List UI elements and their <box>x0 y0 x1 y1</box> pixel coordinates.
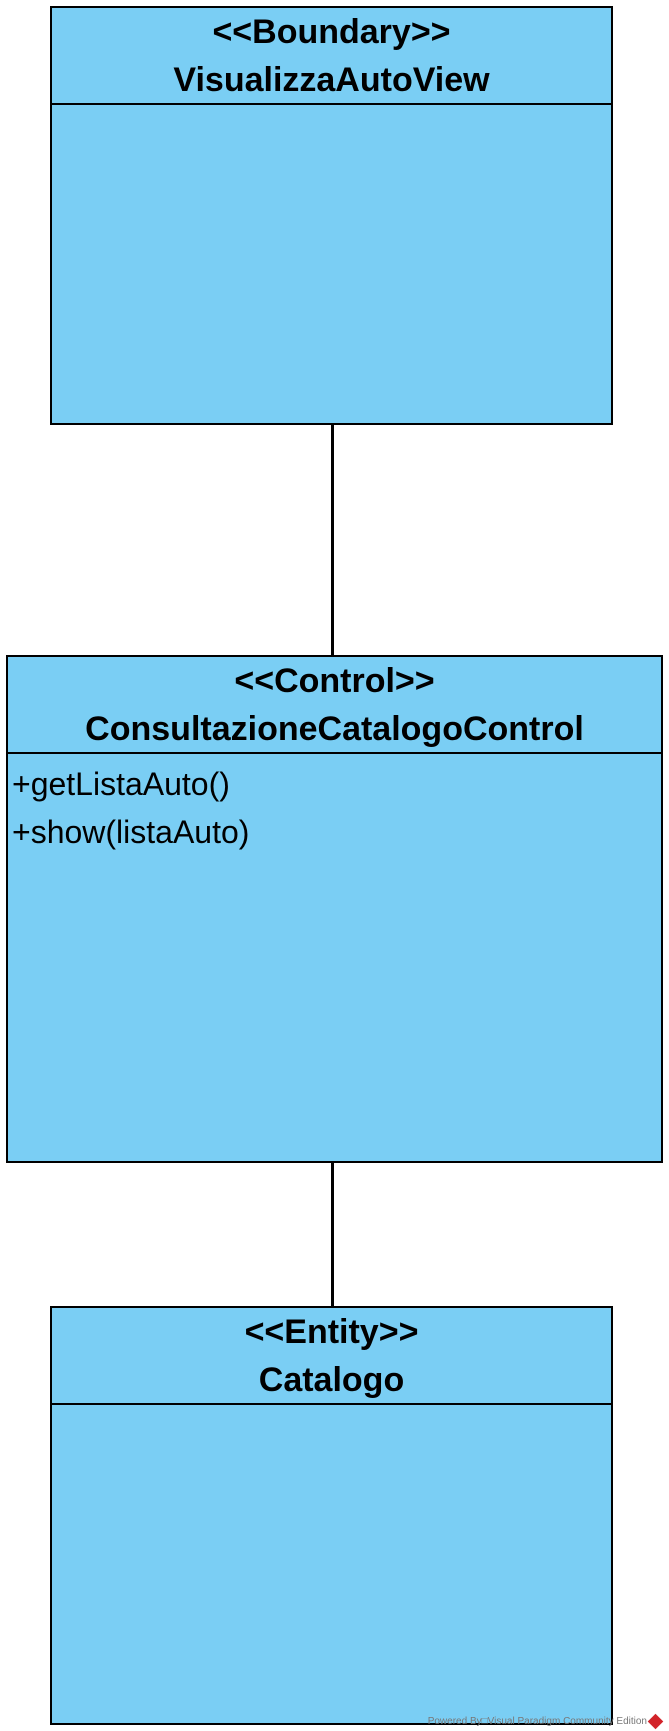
entity-class-header: <<Entity>> Catalogo <box>52 1308 611 1405</box>
control-class-box[interactable]: <<Control>> ConsultazioneCatalogoControl… <box>6 655 663 1163</box>
visual-paradigm-logo-icon <box>647 1713 664 1730</box>
boundary-operations-compartment <box>52 105 611 423</box>
operation-show: +show(listaAuto) <box>12 814 250 850</box>
entity-stereotype: <<Entity>> <box>244 1313 419 1351</box>
boundary-stereotype: <<Boundary>> <box>212 13 451 51</box>
entity-class-box[interactable]: <<Entity>> Catalogo <box>50 1306 613 1725</box>
powered-by-footer: Powered By□Visual Paradigm Community Edi… <box>427 1713 664 1730</box>
operation-get-lista-auto: +getListaAuto() <box>12 766 230 802</box>
control-stereotype: <<Control>> <box>234 662 435 700</box>
entity-class-name: Catalogo <box>258 1361 405 1399</box>
boundary-class-name: VisualizzaAutoView <box>173 61 490 99</box>
powered-by-text: Powered By□Visual Paradigm Community Edi… <box>427 1716 647 1727</box>
association-line-control-entity <box>331 1163 334 1306</box>
control-operations-compartment: +getListaAuto() +show(listaAuto) <box>8 754 661 1161</box>
control-class-header: <<Control>> ConsultazioneCatalogoControl <box>8 657 661 754</box>
boundary-class-header: <<Boundary>> VisualizzaAutoView <box>52 8 611 105</box>
entity-operations-compartment <box>52 1405 611 1723</box>
boundary-class-box[interactable]: <<Boundary>> VisualizzaAutoView <box>50 6 613 425</box>
association-line-boundary-control <box>331 425 334 655</box>
control-class-name: ConsultazioneCatalogoControl <box>85 710 584 748</box>
